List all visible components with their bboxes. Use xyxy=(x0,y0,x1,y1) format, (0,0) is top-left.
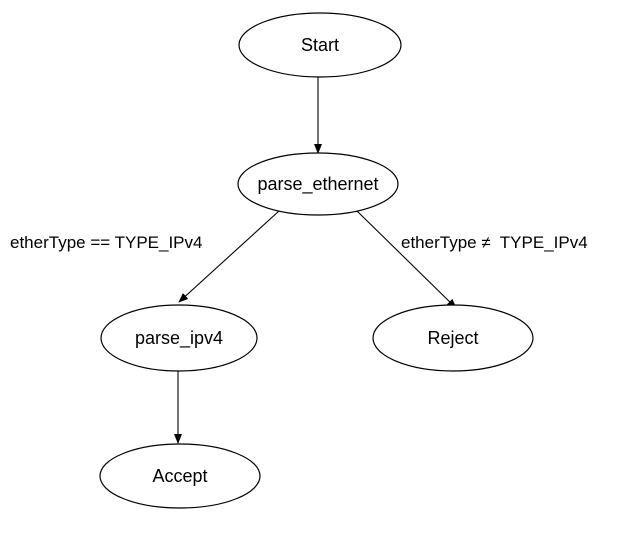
node-parse-ethernet-label: parse_ethernet xyxy=(257,174,378,195)
node-accept-ellipse xyxy=(99,443,261,509)
edge-label-ethertype-ipv4: etherType == TYPE_IPv4 xyxy=(10,233,202,252)
node-parse-ethernet-ellipse xyxy=(237,152,399,216)
node-parse-ethernet: parse_ethernet xyxy=(237,152,399,216)
node-reject-ellipse xyxy=(372,304,534,372)
node-start: Start xyxy=(238,12,402,78)
node-parse-ipv4-label: parse_ipv4 xyxy=(135,328,223,349)
node-accept: Accept xyxy=(99,443,261,509)
edge-parse-ethernet-to-parse-ipv4 xyxy=(178,210,280,303)
node-start-ellipse xyxy=(238,12,402,78)
edge-parse-ethernet-to-reject xyxy=(356,210,457,309)
node-parse-ipv4: parse_ipv4 xyxy=(100,304,258,372)
node-reject-label: Reject xyxy=(427,328,478,348)
node-start-label: Start xyxy=(301,35,339,55)
edge-label-ethertype-not-ipv4: etherType ≠ TYPE_IPv4 xyxy=(401,233,588,252)
node-reject: Reject xyxy=(372,304,534,372)
edges xyxy=(174,77,457,444)
node-parse-ipv4-ellipse xyxy=(100,304,258,372)
node-accept-label: Accept xyxy=(152,466,207,486)
